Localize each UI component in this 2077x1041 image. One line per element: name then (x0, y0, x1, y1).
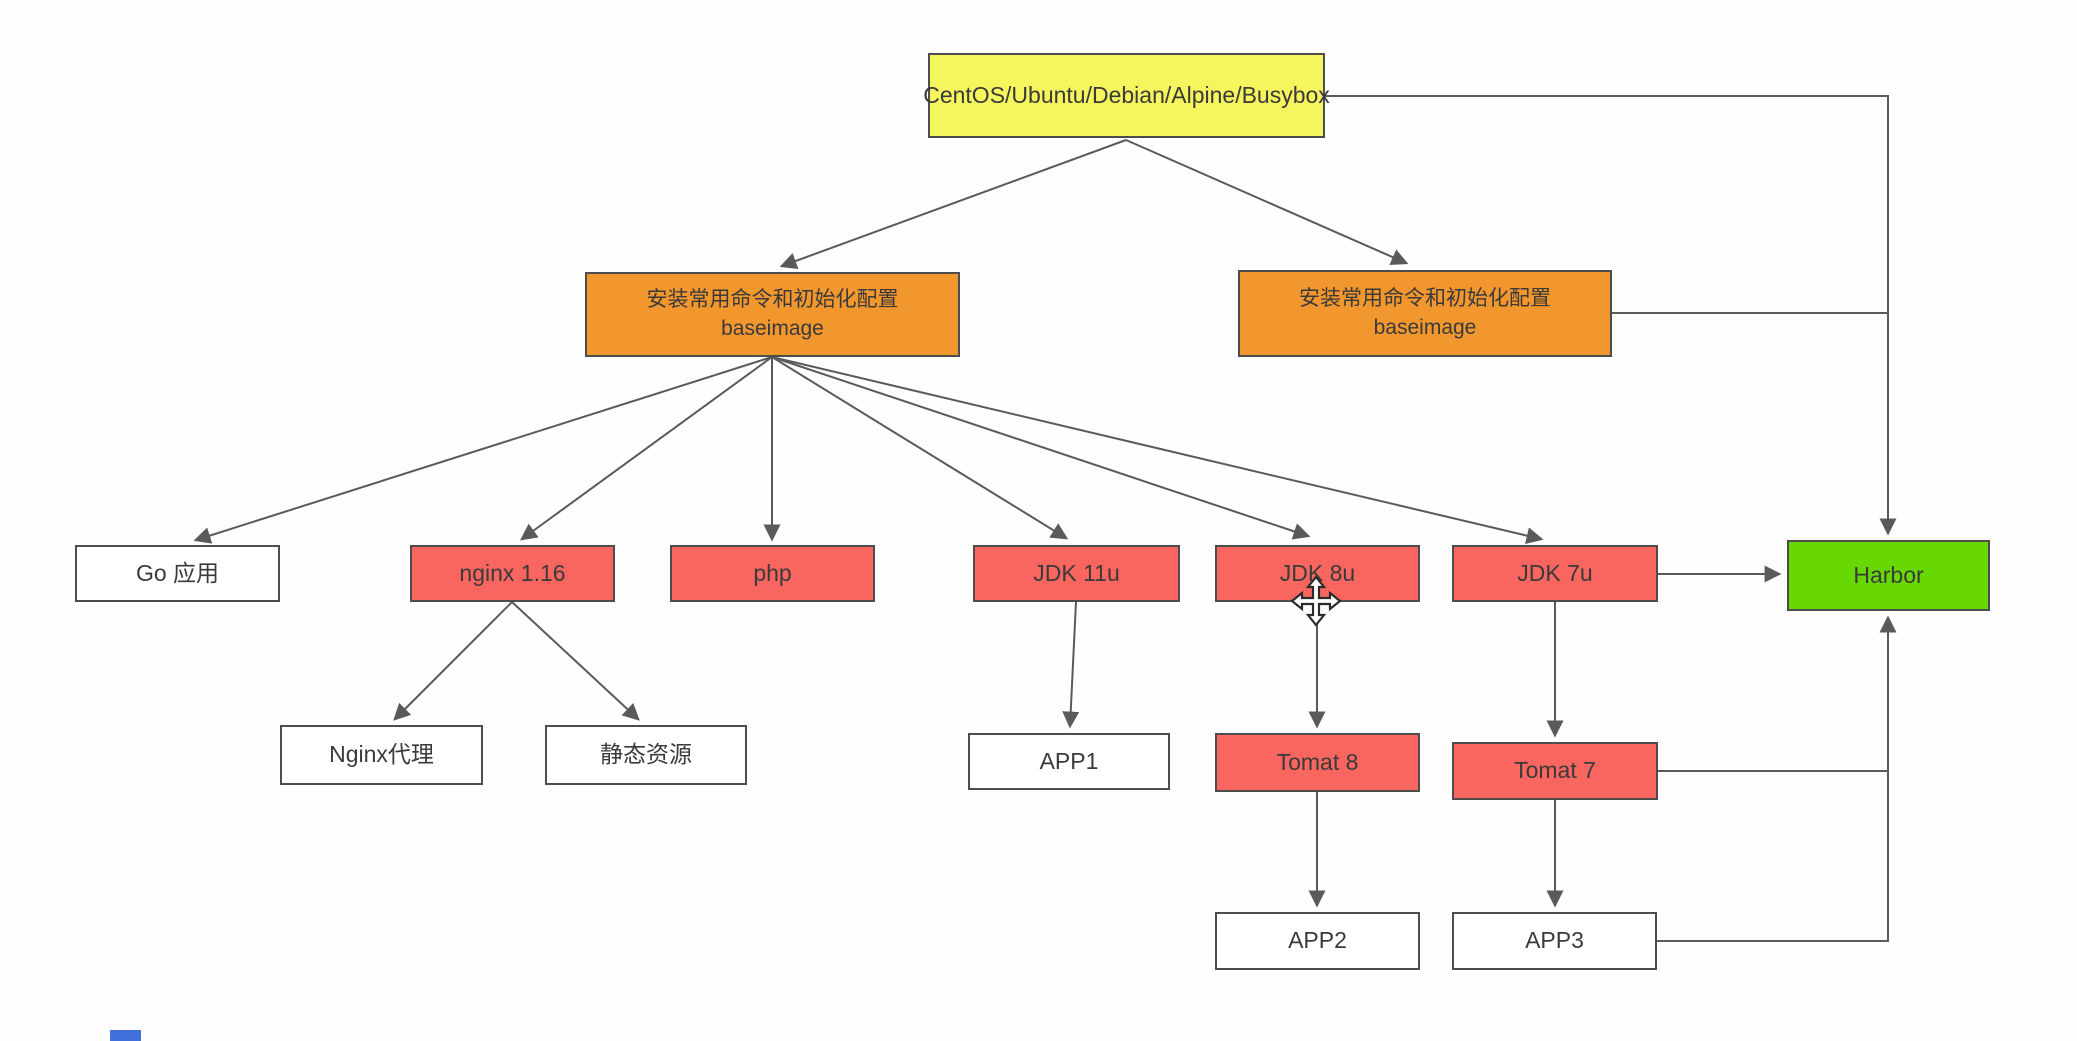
node-nginx-label: nginx 1.16 (459, 559, 566, 586)
node-harbor-label: Harbor (1853, 561, 1924, 588)
edge-baseimage-left-to-jdk11 (771, 356, 1069, 540)
node-app1[interactable]: APP1 (968, 733, 1170, 790)
node-baseimage-right[interactable]: 安装常用命令和初始化配置 baseimage (1238, 270, 1612, 357)
edge-os-to-baseimage-right (1125, 139, 1409, 265)
node-jdk8[interactable]: JDK 8u (1215, 545, 1420, 602)
taskbar-fragment (110, 1030, 141, 1041)
edge-jdk11-to-app1 (1062, 601, 1080, 729)
node-tomat7[interactable]: Tomat 7 (1452, 742, 1658, 800)
node-jdk11[interactable]: JDK 11u (973, 545, 1180, 602)
node-nginx-proxy-label: Nginx代理 (329, 741, 434, 768)
node-jdk7[interactable]: JDK 7u (1452, 545, 1658, 602)
node-go-app[interactable]: Go 应用 (75, 545, 280, 602)
node-jdk7-label: JDK 7u (1517, 559, 1593, 586)
node-baseimage-left[interactable]: 安装常用命令和初始化配置 baseimage (585, 272, 960, 357)
edge-nginx-to-nginx-proxy (393, 601, 513, 721)
node-tomat7-label: Tomat 7 (1514, 757, 1596, 784)
edge-baseimage-left-to-jdk7 (771, 356, 1544, 544)
node-baseimage-left-label2: baseimage (721, 316, 824, 340)
node-baseimage-right-label2: baseimage (1373, 315, 1477, 339)
node-os-label: CentOS/Ubuntu/Debian/Alpine/Busybox (923, 81, 1330, 108)
node-nginx[interactable]: nginx 1.16 (410, 545, 615, 602)
node-os-base[interactable]: CentOS/Ubuntu/Debian/Alpine/Busybox (923, 53, 1330, 138)
node-tomat8-label: Tomat 8 (1276, 748, 1359, 775)
node-go-app-label: Go 应用 (135, 559, 220, 586)
node-app3-label: APP3 (1525, 927, 1584, 954)
edge-os-to-harbor (1325, 95, 1897, 536)
edge-os-to-baseimage-left (779, 139, 1127, 270)
node-app3[interactable]: APP3 (1452, 912, 1657, 970)
node-app1-label: APP1 (1039, 747, 1099, 774)
edge-app3-to-harbor (1657, 615, 1897, 942)
edge-baseimage-left-to-jdk8 (771, 356, 1311, 540)
node-baseimage-right-label: 安装常用命令和初始化配置 (1299, 287, 1551, 311)
node-app2-label: APP2 (1288, 927, 1347, 954)
node-php[interactable]: php (670, 545, 875, 602)
node-php-label: php (753, 559, 792, 586)
node-nginx-proxy[interactable]: Nginx代理 (280, 725, 483, 785)
node-harbor[interactable]: Harbor (1787, 540, 1990, 611)
node-static-assets-label: 静态资源 (600, 741, 692, 768)
node-static-assets[interactable]: 静态资源 (545, 725, 747, 785)
edge-baseimage-left-to-nginx (519, 356, 773, 541)
node-tomat8[interactable]: Tomat 8 (1215, 733, 1420, 792)
edge-nginx-to-static-assets (511, 601, 640, 721)
node-baseimage-left-label: 安装常用命令和初始化配置 (646, 288, 899, 312)
node-jdk11-label: JDK 11u (1033, 559, 1120, 586)
node-app2[interactable]: APP2 (1215, 912, 1420, 970)
node-jdk8-label: JDK 8u (1279, 559, 1356, 586)
edge-baseimage-left-to-go-app (193, 356, 773, 544)
